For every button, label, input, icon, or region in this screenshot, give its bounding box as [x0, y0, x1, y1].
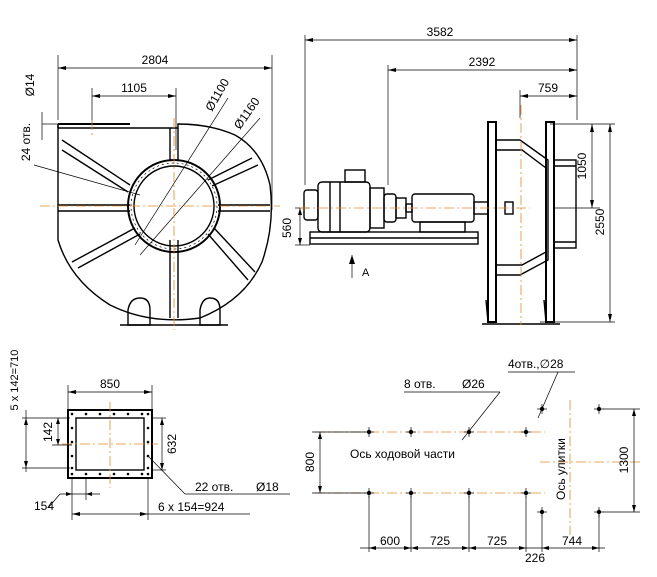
dim-d14: Ø14 — [23, 73, 37, 96]
dim-1300: 1300 — [617, 446, 631, 473]
dim-2804: 2804 — [142, 53, 169, 67]
dim-1105: 1105 — [121, 81, 147, 95]
dim-d1100: Ø1100 — [202, 76, 232, 114]
side-view: 3582 2392 759 1050 2550 560 — [280, 25, 615, 325]
foundation-plan: 8 отв. Ø26 4отв.,∅28 — [303, 357, 640, 565]
dim-d18: Ø18 — [256, 480, 279, 494]
dim-24-holes: 24 отв. — [19, 123, 33, 161]
dim-22-holes: 22 отв. — [195, 480, 233, 494]
dim-2392: 2392 — [469, 55, 496, 69]
front-view: 2804 1105 Ø14 24 отв. — [19, 53, 280, 330]
dim-d1160: Ø1160 — [231, 95, 263, 132]
dim-850: 850 — [100, 377, 120, 391]
dim-5x142: 5 x 142=710 — [9, 350, 21, 411]
view-mark-a: A — [362, 267, 370, 279]
dim-725-a: 725 — [430, 534, 450, 548]
dim-759: 759 — [538, 81, 558, 95]
dim-3582: 3582 — [427, 25, 454, 39]
flange-view: 850 5 x 142=710 142 632 — [9, 350, 290, 520]
dim-226: 226 — [525, 551, 545, 565]
dim-1050: 1050 — [575, 152, 589, 179]
dim-2550: 2550 — [593, 208, 607, 235]
label-volute-axis: Ось улитки — [554, 438, 568, 500]
dim-600: 600 — [380, 534, 400, 548]
label-chassis-axis: Ось ходовой части — [350, 447, 455, 461]
dim-725-b: 725 — [487, 534, 507, 548]
dim-154: 154 — [34, 499, 54, 513]
dim-6x154: 6 x 154=924 — [158, 500, 225, 514]
label-8-holes: 8 отв. — [404, 377, 436, 391]
dim-632: 632 — [165, 434, 179, 454]
dim-560: 560 — [280, 218, 294, 238]
dim-744: 744 — [562, 534, 582, 548]
label-d26: Ø26 — [462, 377, 485, 391]
label-4-holes: 4отв.,∅28 — [508, 357, 564, 371]
dim-800: 800 — [303, 452, 317, 472]
dim-142: 142 — [41, 422, 55, 442]
